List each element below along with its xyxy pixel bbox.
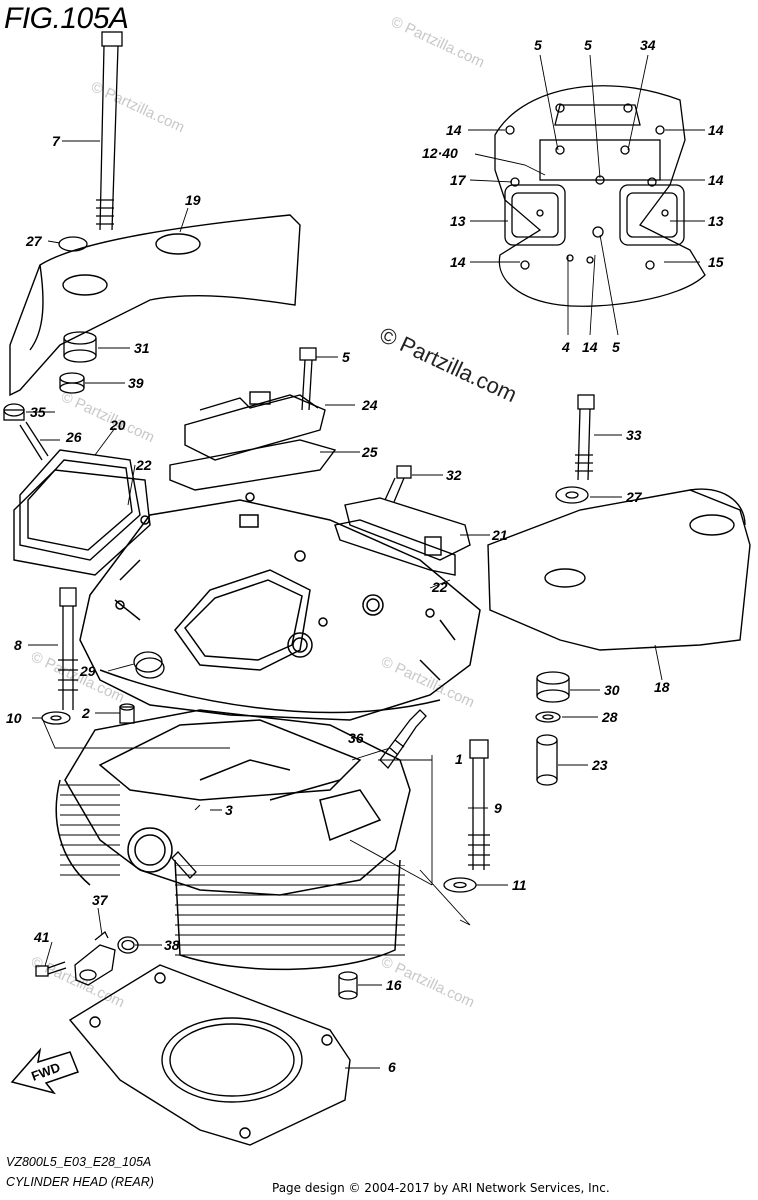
callout-labels: 7 19 27 31 39 35 26 20 22 5 24 25 32 21 … xyxy=(6,37,724,1075)
fitting xyxy=(35,930,139,986)
callout: 14 xyxy=(450,254,466,270)
watermark: © Partzilla.com xyxy=(28,648,127,706)
model-code: VZ800L5_E03_E28_105A xyxy=(6,1155,152,1169)
callout: 14 xyxy=(446,122,462,138)
callout: 36 xyxy=(348,730,364,746)
grommets xyxy=(59,331,97,394)
credit-line: Page design © 2004-2017 by ARI Network S… xyxy=(272,1181,610,1195)
callout: 28 xyxy=(601,709,618,725)
callout: 38 xyxy=(164,937,180,953)
grommets-right xyxy=(535,671,570,786)
leader-lines xyxy=(26,54,705,1069)
callout: 8 xyxy=(14,637,22,653)
callout: 14 xyxy=(708,172,724,188)
callout: 21 xyxy=(491,527,508,543)
callout: 32 xyxy=(446,467,462,483)
callout: 7 xyxy=(52,133,61,149)
callout: 24 xyxy=(361,397,378,413)
callout: 41 xyxy=(33,929,50,945)
callout: 5 xyxy=(342,349,350,365)
callout: 17 xyxy=(450,172,467,188)
callout: 12·40 xyxy=(422,145,458,161)
diagram-caption: CYLINDER HEAD (REAR) xyxy=(6,1175,154,1189)
bolt-long xyxy=(96,31,123,231)
callout: 27 xyxy=(25,233,43,249)
callout: 23 xyxy=(591,757,608,773)
callout: 16 xyxy=(386,977,402,993)
callout: 13 xyxy=(450,213,466,229)
bolts-small xyxy=(3,403,49,461)
bolt-33 xyxy=(555,394,595,504)
callout: 11 xyxy=(512,877,527,893)
valve-cover xyxy=(169,391,337,491)
bolt-8 xyxy=(41,587,78,725)
callout: 22 xyxy=(431,579,448,595)
callout: 5 xyxy=(534,37,542,53)
plug xyxy=(133,651,165,679)
dowel xyxy=(338,971,358,1000)
cylinder-head xyxy=(55,492,481,971)
callout: 20 xyxy=(109,417,126,433)
callout: 5 xyxy=(584,37,592,53)
side-cover xyxy=(13,449,151,576)
callout: 22 xyxy=(135,457,152,473)
callout: 37 xyxy=(92,892,109,908)
callout: 39 xyxy=(128,375,144,391)
watermark: © Partzilla.com xyxy=(388,13,487,71)
callout: 33 xyxy=(626,427,642,443)
tappet-cover xyxy=(334,497,471,576)
callout: 10 xyxy=(6,710,22,726)
callout: 2 xyxy=(81,705,90,721)
callout: 25 xyxy=(361,444,378,460)
callout: 19 xyxy=(185,192,201,208)
spark-plug xyxy=(379,709,427,770)
callout: 14 xyxy=(582,339,598,355)
heat-shield-lower xyxy=(487,488,751,651)
valve-cover-top-view xyxy=(494,85,706,307)
callout: 27 xyxy=(625,489,643,505)
callout: 30 xyxy=(604,682,620,698)
callout: 35 xyxy=(30,404,46,420)
callout: 29 xyxy=(79,663,96,679)
head-gasket xyxy=(68,964,351,1146)
bolt-32 xyxy=(384,465,412,503)
callout: 1 xyxy=(455,751,463,767)
callout: 14 xyxy=(708,122,724,138)
bolt-9 xyxy=(443,739,490,893)
callout: 3 xyxy=(225,802,233,818)
figure-title: FIG.105A xyxy=(4,2,129,35)
studs xyxy=(119,703,197,879)
watermark-main: © Partzilla.com xyxy=(376,322,521,407)
bolt-5 xyxy=(299,347,317,411)
callout: 13 xyxy=(708,213,724,229)
callout: 18 xyxy=(654,679,670,695)
callout: 34 xyxy=(640,37,656,53)
callout: 26 xyxy=(65,429,82,445)
callout: 5 xyxy=(612,339,620,355)
washer xyxy=(58,236,88,252)
heat-shield-upper xyxy=(9,214,301,397)
callout: 9 xyxy=(494,800,502,816)
callout: 31 xyxy=(134,340,150,356)
callout: 6 xyxy=(388,1059,396,1075)
fwd-arrow-icon: FWD xyxy=(10,1047,79,1095)
callout: 15 xyxy=(708,254,724,270)
watermark: © Partzilla.com xyxy=(28,953,127,1011)
callout: 4 xyxy=(561,339,570,355)
